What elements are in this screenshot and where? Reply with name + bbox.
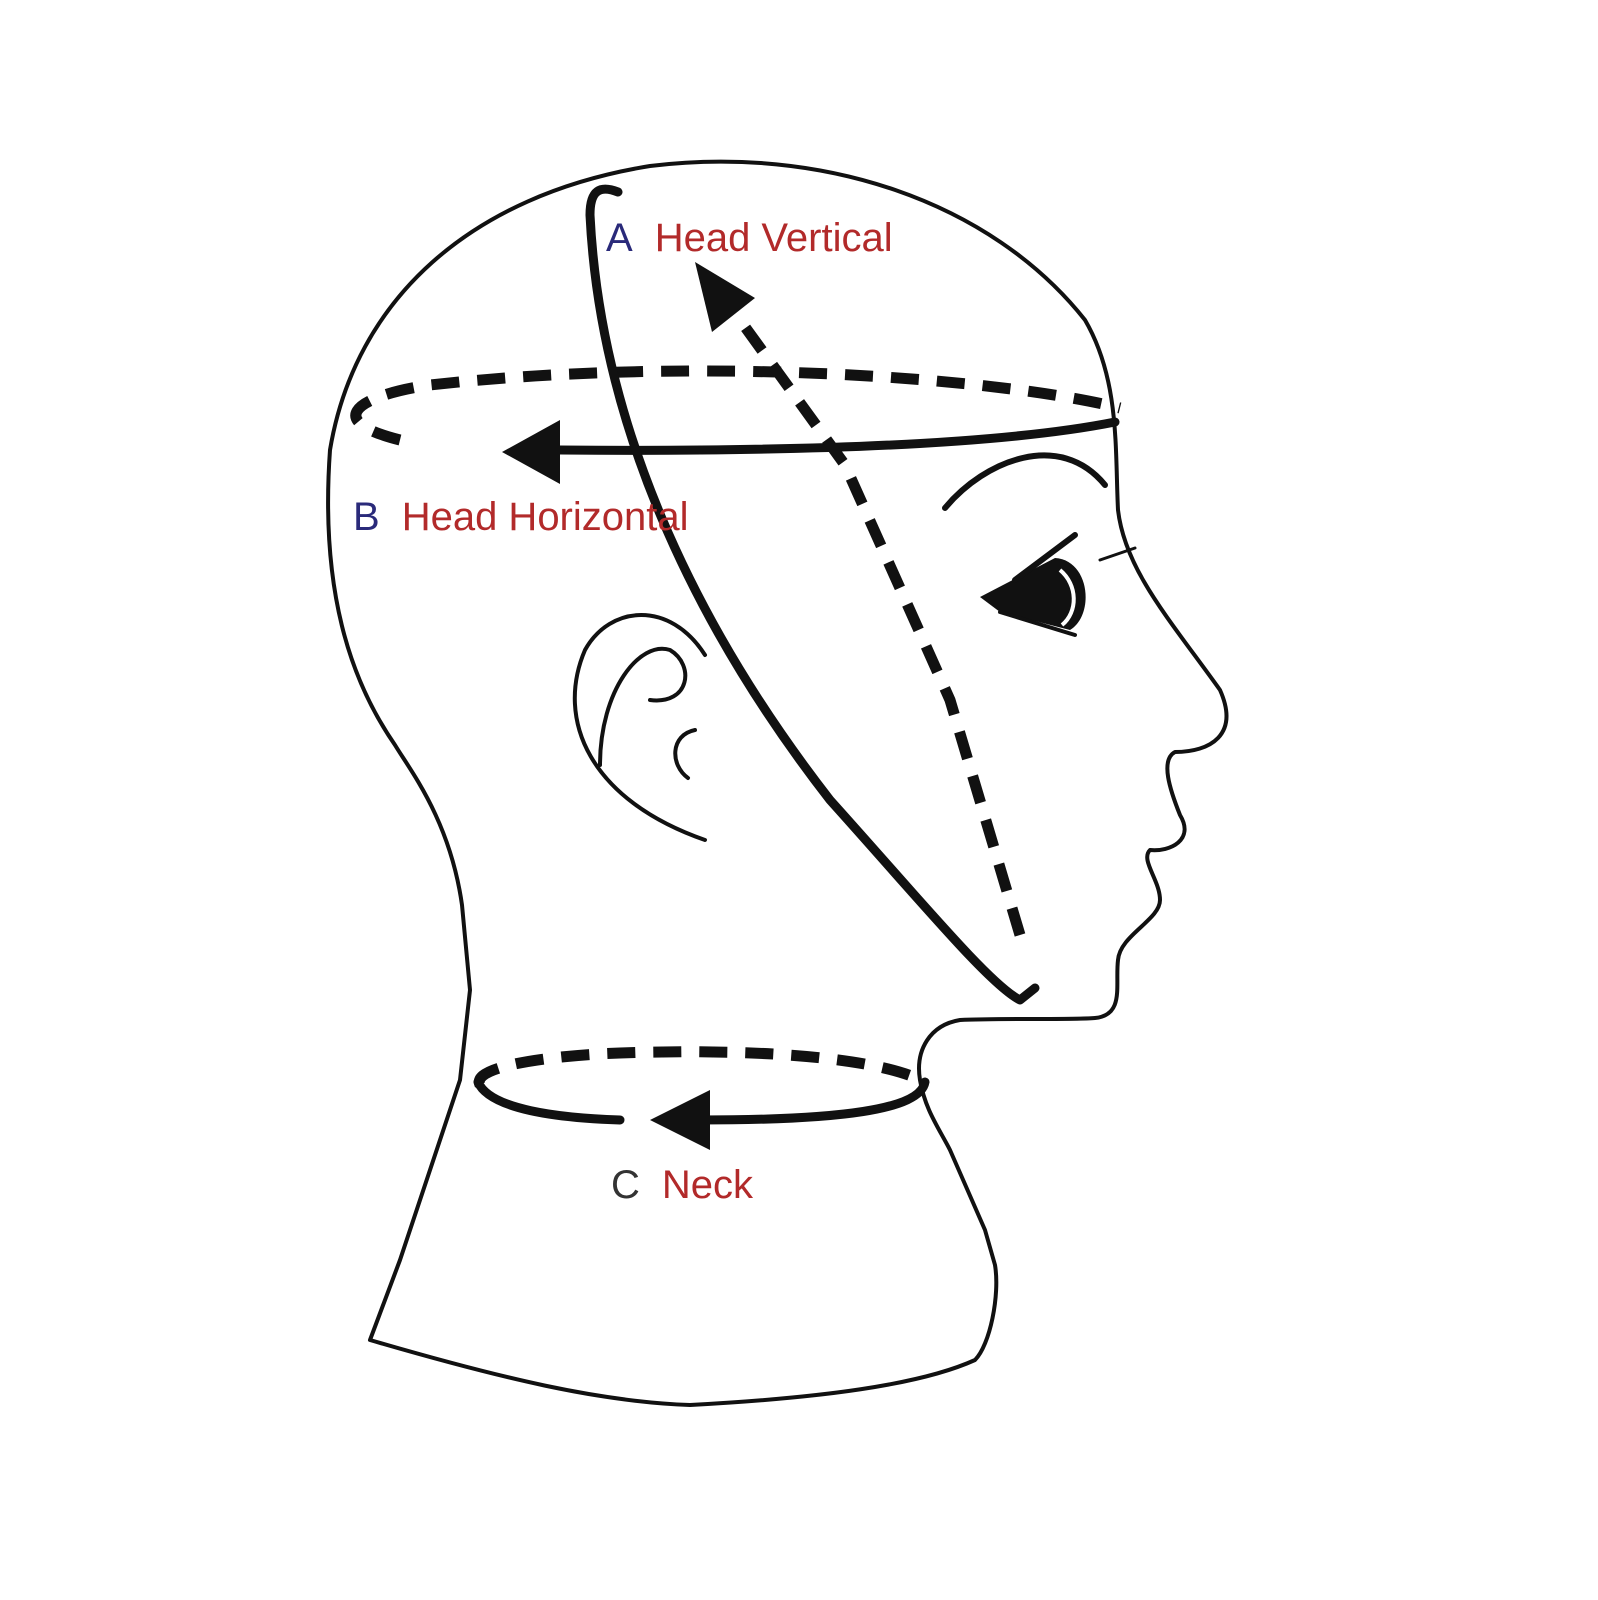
head-vertical-solid-line bbox=[585, 184, 1040, 1005]
label-head-horizontal: B Head Horizontal bbox=[353, 497, 689, 537]
neck-solid-line-right bbox=[695, 1077, 930, 1125]
neck-solid-line bbox=[473, 1077, 625, 1125]
head-vertical-arrowhead bbox=[695, 262, 755, 332]
label-name-head-horizontal: Head Horizontal bbox=[401, 495, 689, 539]
label-letter-c: C bbox=[611, 1163, 640, 1207]
neck-dashed-line bbox=[473, 1046, 928, 1088]
head-horizontal-dashed-line bbox=[350, 365, 1122, 446]
ear-illustration bbox=[572, 613, 707, 842]
head-outline bbox=[326, 159, 1229, 1407]
eyebrow-illustration bbox=[942, 452, 1108, 511]
head-horizontal-solid-line bbox=[555, 417, 1120, 455]
neck-arrowhead bbox=[650, 1090, 710, 1150]
label-letter-a: A bbox=[606, 216, 633, 260]
label-name-neck: Neck bbox=[661, 1163, 754, 1207]
label-letter-b: B bbox=[353, 495, 380, 539]
head-horizontal-arrowhead bbox=[502, 420, 560, 484]
label-head-vertical: A Head Vertical bbox=[606, 218, 893, 258]
head-vertical-dashed-line bbox=[735, 316, 1026, 937]
label-name-head-vertical: Head Vertical bbox=[654, 216, 893, 260]
label-neck: C Neck bbox=[611, 1165, 753, 1205]
eye-illustration bbox=[980, 532, 1137, 637]
